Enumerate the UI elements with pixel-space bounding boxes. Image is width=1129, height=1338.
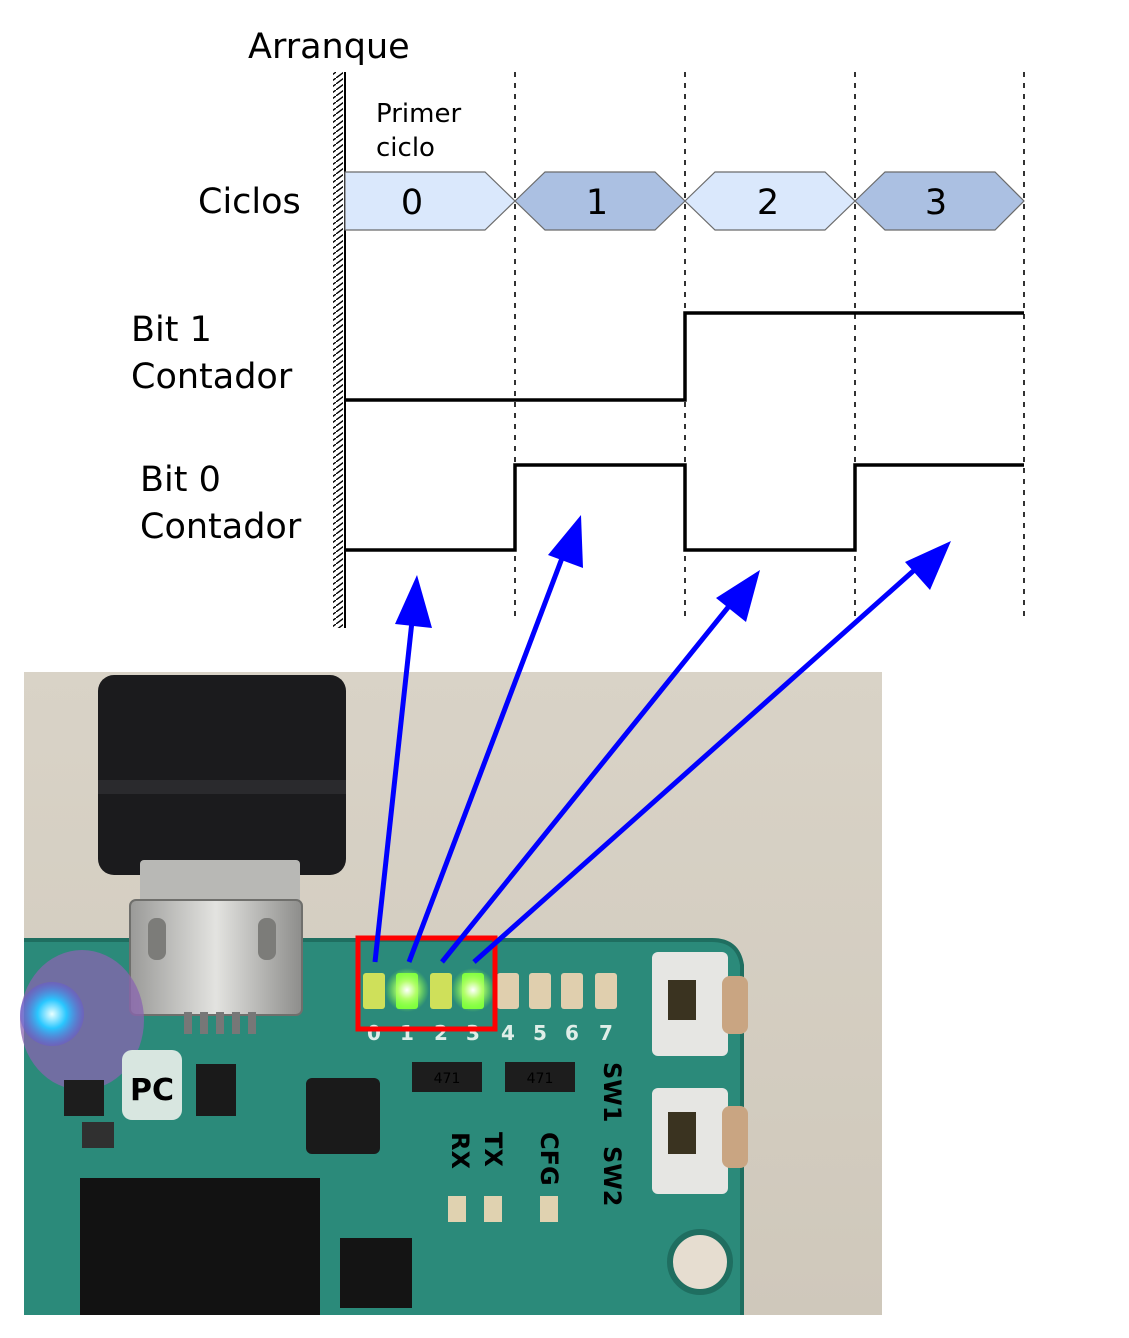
switch-sw2-tab	[722, 1106, 748, 1168]
led-glow-1	[385, 968, 429, 1012]
bit0-waveform	[345, 463, 1024, 552]
mounting-hole	[667, 1229, 733, 1295]
bit1-label-line1: Bit 1	[131, 310, 212, 350]
first-cycle-label-line1: Primer	[376, 99, 461, 129]
pin-label-cfg: CFG	[535, 1132, 563, 1186]
cycle-number: 3	[925, 183, 947, 223]
cycle-boundaries	[514, 72, 1025, 620]
usb-cable-ridge	[98, 780, 346, 794]
led-glow-3	[451, 968, 495, 1012]
led-index-label: 1	[400, 1021, 414, 1045]
ic-chip-soic	[340, 1238, 412, 1308]
bit1-waveform	[345, 311, 1024, 402]
usb-port-pins	[184, 1012, 256, 1034]
switch-sw2-button	[668, 1112, 696, 1154]
power-led-blue	[20, 982, 84, 1046]
led-index-label: 5	[533, 1021, 547, 1045]
board-photo: PC 471 471 RX TX CFG SW1 SW	[20, 672, 882, 1315]
cycle-hex-3	[854, 171, 1025, 231]
usb-port-clip-right	[258, 918, 276, 960]
ic-chip-square	[306, 1078, 380, 1154]
connector-mark: PC	[130, 1073, 174, 1108]
bit0-label-line2: Contador	[140, 507, 302, 547]
cycle-number: 1	[586, 183, 608, 223]
cycles-row-label: Ciclos	[198, 182, 301, 222]
resistor-label: 471	[527, 1071, 554, 1087]
component	[82, 1122, 114, 1148]
arrow-head	[548, 515, 583, 568]
usb-cable-body	[98, 675, 346, 875]
timing-diagram: Arranque Primer ciclo Ciclos 0 1 2 3 Bit…	[131, 27, 1025, 628]
start-label: Arranque	[248, 27, 410, 67]
led-0	[363, 973, 385, 1009]
resistor-arrays	[412, 1062, 575, 1092]
led-2	[430, 973, 452, 1009]
usb-port-clip-left	[148, 918, 166, 960]
arrow-head	[395, 575, 432, 628]
status-leds	[448, 1196, 558, 1222]
highlight-box	[355, 935, 498, 1032]
switch-label-sw2: SW2	[598, 1146, 626, 1206]
pin-label-rx: RX	[446, 1132, 474, 1169]
pin-label-tx: TX	[479, 1132, 507, 1167]
switch-sw1-tab	[722, 976, 748, 1034]
bit1-label-line2: Contador	[131, 357, 293, 397]
pc-silkscreen-box	[122, 1050, 182, 1120]
arrow-led3-to-cycle3	[472, 563, 922, 964]
pcb-edge	[24, 938, 744, 1315]
led-index-label: 3	[466, 1021, 480, 1045]
led-index-label: 6	[565, 1021, 579, 1045]
cycle-number: 0	[401, 183, 423, 223]
cycle-hexagons	[344, 171, 1025, 231]
arrow-head	[716, 570, 760, 622]
led-6	[561, 973, 583, 1009]
led-5	[529, 973, 551, 1009]
arrow-led0-to-cycle0	[372, 611, 416, 963]
first-cycle-label-line2: ciclo	[376, 133, 435, 163]
resistor-label: 471	[434, 1071, 461, 1087]
led-index-label: 4	[501, 1021, 515, 1045]
mapping-arrows	[372, 515, 951, 964]
ic-chip-large	[80, 1178, 320, 1315]
arrow-led2-to-cycle2	[440, 593, 740, 964]
ic-chip-small	[196, 1064, 236, 1116]
switch-sw1-button	[668, 980, 696, 1020]
led-index-label: 2	[434, 1021, 448, 1045]
start-wall-hatch	[333, 72, 343, 628]
component	[64, 1080, 104, 1116]
bit0-label-line1: Bit 0	[140, 460, 221, 500]
led-7	[595, 973, 617, 1009]
cycle-number: 2	[757, 183, 779, 223]
led-index-label: 7	[599, 1021, 613, 1045]
led-4	[497, 973, 519, 1009]
led-index-label: 0	[367, 1021, 381, 1045]
arrow-head	[905, 541, 951, 590]
cycle-hex-0	[344, 171, 516, 231]
switch-label-sw1: SW1	[598, 1062, 626, 1122]
arrow-led1-to-cycle1	[406, 544, 570, 963]
